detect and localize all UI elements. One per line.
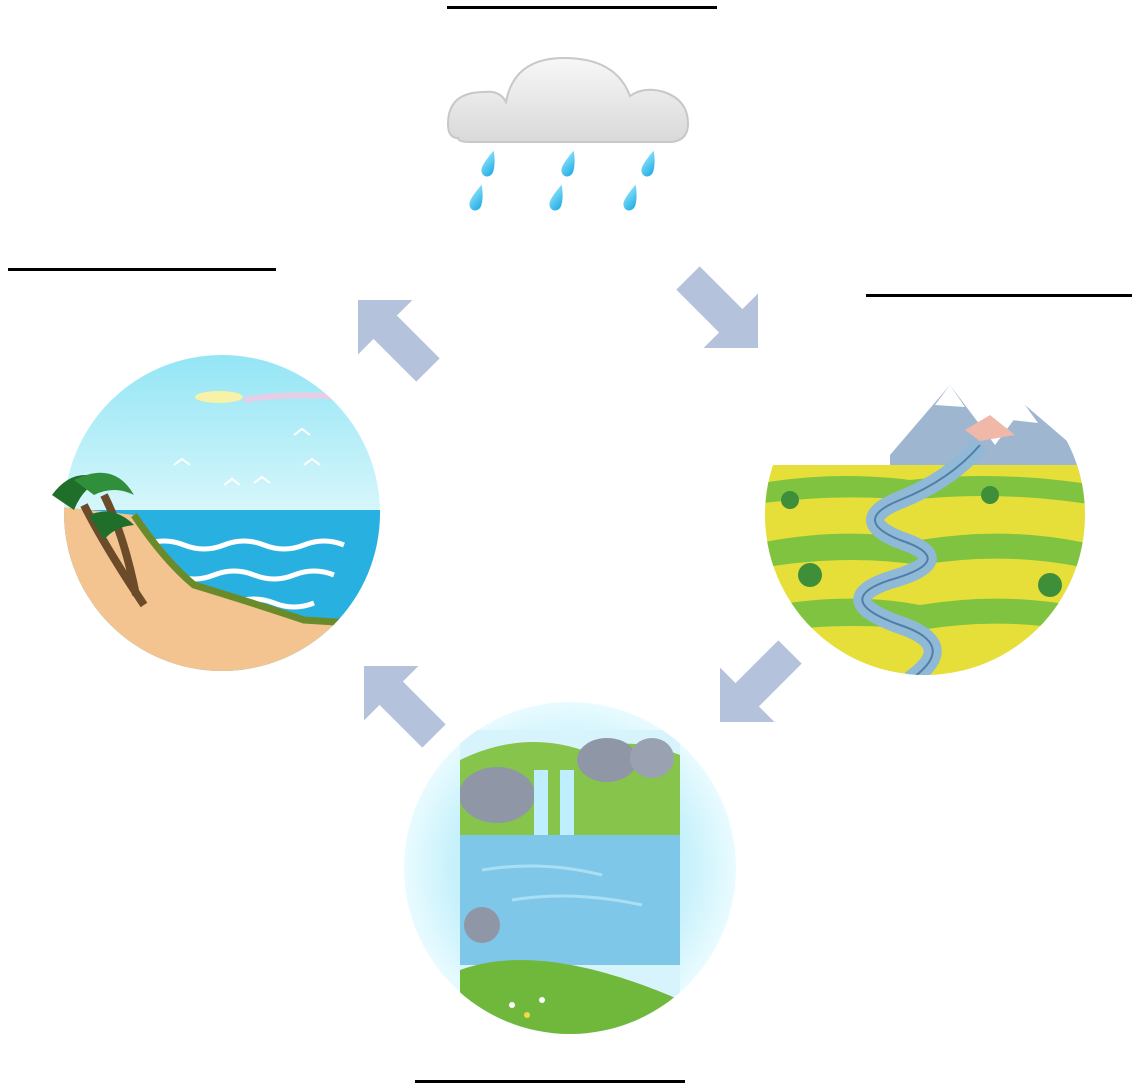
land-river-scene [750,375,1095,680]
label-blank-left[interactable] [8,268,276,271]
arrow-sea-to-rain [338,280,448,390]
sea-scene [44,345,384,680]
rain-drops [469,150,655,211]
lake-waterfall-scene [402,700,738,1036]
label-blank-right[interactable] [866,294,1132,297]
cloud-shape [446,56,690,143]
arrow-land-to-lake [700,632,810,742]
arrow-lake-to-sea [344,646,454,756]
rain-cloud-icon [440,50,700,220]
label-blank-bottom[interactable] [415,1080,685,1083]
arrow-rain-to-land [668,258,778,368]
label-blank-top[interactable] [447,6,717,9]
palm-tree-icon [52,472,148,608]
